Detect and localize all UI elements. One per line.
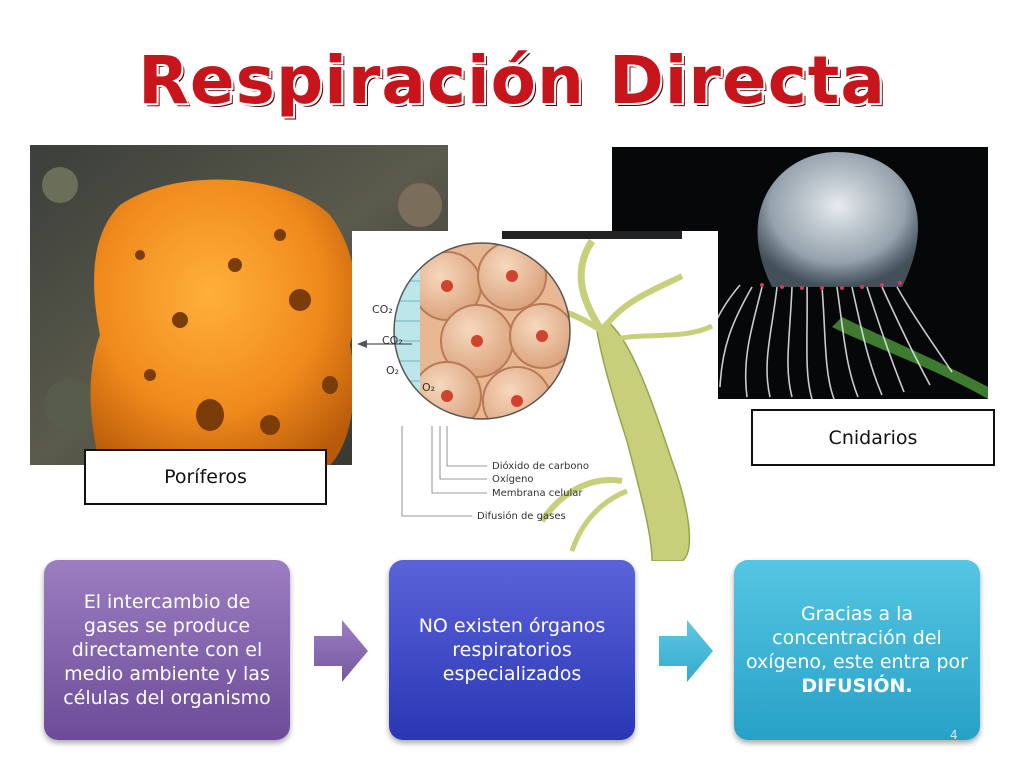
flow-box-diffusion-text: Gracias a la concentración del oxígeno, … xyxy=(746,602,968,698)
flow-box-exchange-text: El intercambio de gases se produce direc… xyxy=(63,591,271,709)
co2-label-mid: CO₂ xyxy=(382,334,403,347)
caption-diffusion: Difusión de gases xyxy=(477,510,566,522)
flow-box-diffusion: Gracias a la concentración del oxígeno, … xyxy=(734,560,980,740)
flow-box-diffusion-bold: DIFUSIÓN. xyxy=(801,675,913,697)
slide-title: Respiración Directa xyxy=(138,42,886,119)
page-number: 4 xyxy=(950,728,958,742)
label-cnidarios: Cnidarios xyxy=(751,409,995,466)
o2-label-cell: O₂ xyxy=(422,381,435,394)
label-poriferos-text: Poríferos xyxy=(164,466,247,488)
label-poriferos: Poríferos xyxy=(84,449,327,505)
hydra-diagram: CO₂ CO₂ O₂ O₂ Dióxido de carbono Oxígeno… xyxy=(352,231,718,561)
flow-box-no-organs: NO existen órganos respiratorios especia… xyxy=(389,560,635,740)
caption-co2: Dióxido de carbono xyxy=(492,460,589,472)
label-cnidarios-text: Cnidarios xyxy=(828,426,918,449)
flow-box-diffusion-main: Gracias a la concentración del oxígeno, … xyxy=(746,603,968,673)
arrow-right-icon xyxy=(314,620,368,682)
flow-box-no-organs-text: NO existen órganos respiratorios especia… xyxy=(418,615,606,685)
co2-label-top: CO₂ xyxy=(372,303,393,316)
caption-membrane: Membrana celular xyxy=(492,488,583,499)
flow-box-exchange: El intercambio de gases se produce direc… xyxy=(44,560,290,740)
arrow-right-icon xyxy=(659,620,713,682)
caption-o2: Oxígeno xyxy=(492,473,534,485)
o2-label-left: O₂ xyxy=(386,364,399,377)
